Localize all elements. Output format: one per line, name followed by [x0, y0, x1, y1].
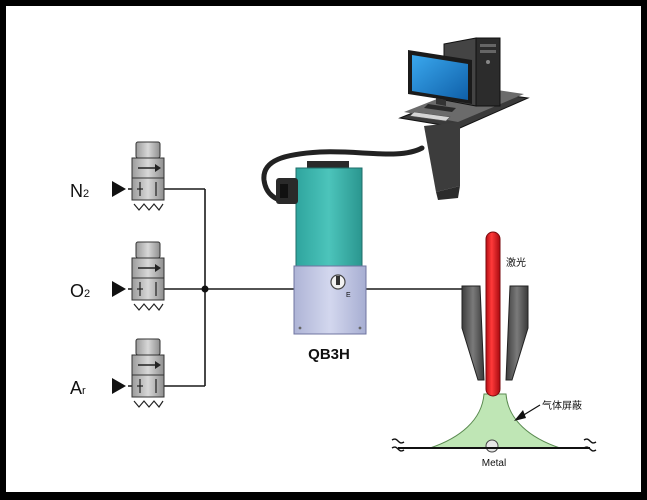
gas-label-o2: O2	[70, 281, 90, 301]
pipe-junction	[201, 285, 209, 293]
inlet-arrow-icon	[112, 281, 126, 297]
gas-label-n2: N2	[70, 181, 89, 201]
inlet-arrow-icon	[112, 378, 126, 394]
controller-label: QB3H	[308, 346, 350, 363]
nozzle-left	[461, 285, 485, 381]
inlet-arrow-icon	[112, 181, 126, 197]
laser-nozzle-assembly	[429, 231, 561, 453]
nozzle-right	[505, 285, 529, 381]
control-cable	[261, 145, 425, 203]
break-mark-left-icon	[391, 438, 405, 452]
melt-pool	[485, 439, 499, 453]
laser-beam	[485, 231, 501, 397]
controller-valve-body	[293, 265, 367, 335]
valve-n2	[112, 141, 165, 212]
controller-top-housing	[295, 167, 363, 269]
controller-qb3h: E	[276, 161, 367, 335]
break-mark-right-icon	[583, 438, 597, 452]
laser-label: 激光	[506, 256, 526, 269]
valve-ar	[112, 338, 165, 409]
monitor	[408, 50, 472, 112]
keyboard	[409, 111, 451, 122]
shield-callout-line	[521, 404, 541, 417]
gas-label-ar: Ar	[70, 378, 86, 398]
valve-o2	[112, 241, 165, 312]
metal-label: Metal	[482, 458, 506, 469]
pc-tower	[475, 37, 501, 107]
callout-arrow-icon	[514, 410, 526, 421]
shield-label: 气体屏蔽	[542, 399, 582, 412]
computer-workstation	[398, 37, 530, 200]
port-mark: E	[346, 292, 351, 299]
